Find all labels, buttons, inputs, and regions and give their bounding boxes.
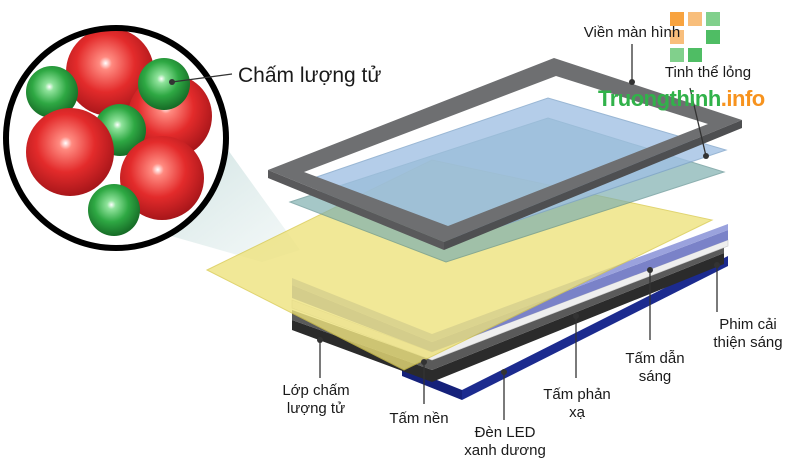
magnifier-cone: [150, 150, 300, 262]
quantum-dot-magnifier: [6, 28, 226, 248]
label-quantum-dot-layer: Lớp chấm lượng tử: [282, 382, 350, 417]
label-blue-led: Đèn LED xanh dương: [464, 424, 546, 459]
label-light-guide: Tấm dẫn sáng: [625, 350, 685, 385]
label-quantum-dot: Chấm lượng tử: [238, 64, 382, 87]
red-quantum-dot: [26, 108, 114, 196]
red-quantum-dot: [120, 136, 204, 220]
green-quantum-dot: [26, 66, 78, 118]
watermark-text: Truongthinh.info: [598, 86, 765, 112]
watermark-logo-icon: [670, 12, 720, 62]
blue-led-strip: [462, 256, 728, 400]
red-quantum-dot: [66, 28, 154, 116]
label-liquid-crystal: Tinh thể lỏng: [664, 64, 752, 81]
label-brightness-film: Phim cải thiện sáng: [713, 316, 783, 351]
leader-lines: [171, 44, 718, 420]
green-quantum-dot: [88, 184, 140, 236]
screen-frame-layer: [268, 58, 742, 242]
label-screen-frame: Viền màn hình: [583, 24, 681, 41]
watermark-domain: .info: [720, 86, 765, 111]
green-quantum-dot: [138, 58, 190, 110]
label-reflector: Tấm phản xạ: [543, 386, 611, 421]
watermark-brand: Truongthinh: [598, 86, 721, 111]
label-base-plate: Tấm nền: [389, 410, 449, 427]
